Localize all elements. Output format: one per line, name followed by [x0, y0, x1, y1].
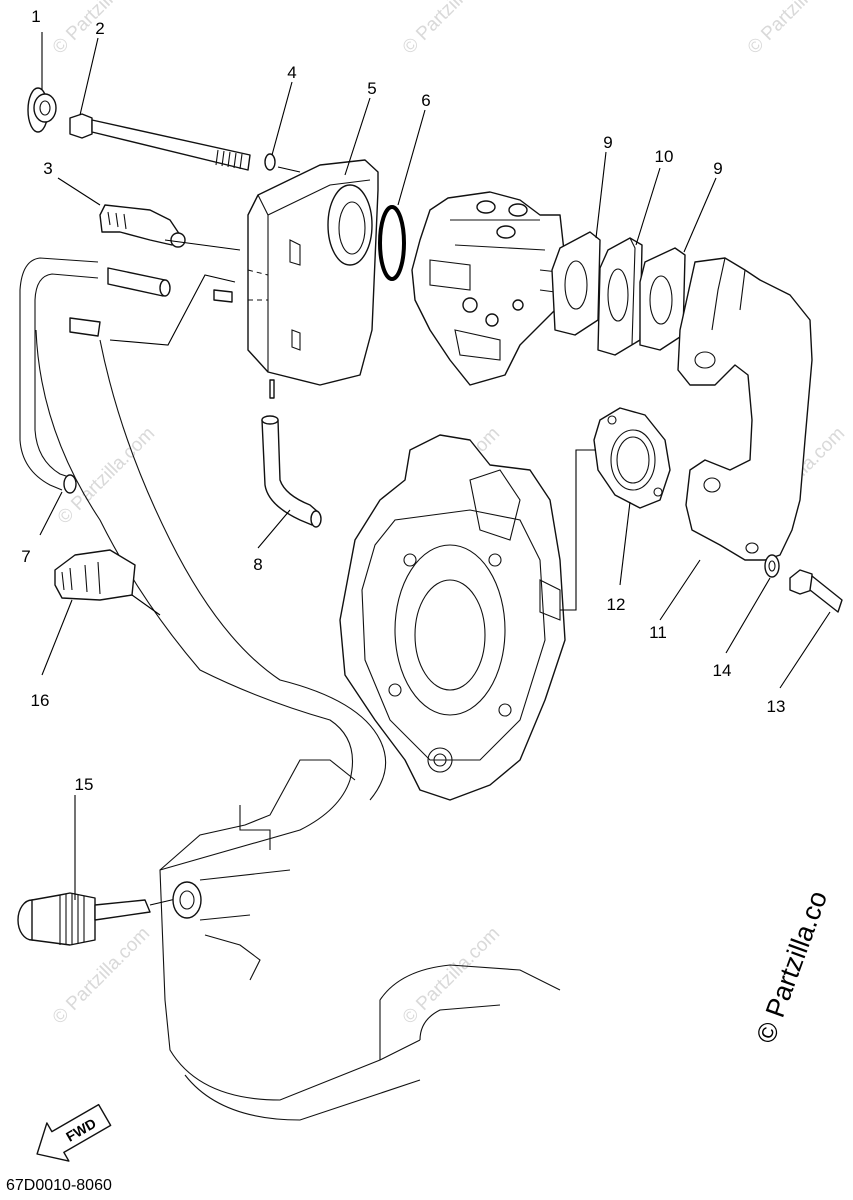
- diagram-code: 67D0010-8060: [6, 1177, 112, 1194]
- part-5-washer: [264, 153, 301, 173]
- part-13-bolt: [789, 569, 843, 613]
- part-11-manifold: [677, 257, 813, 561]
- lower-housing: [159, 759, 561, 1121]
- watermark-text: © Partzilla.com: [744, 0, 849, 59]
- callout-4: 2: [95, 19, 104, 38]
- callout-12: 12: [607, 595, 626, 614]
- callout-10: 10: [655, 147, 674, 166]
- callout-5: 4: [287, 63, 296, 82]
- part-14-washer: [764, 554, 780, 578]
- callout-7: 7: [21, 547, 30, 566]
- part-15-fitting: [17, 869, 291, 946]
- callout-labels: 1 2 3 4 5 6 7 8 9 9 10 11 12 13 14 15 16: [21, 7, 785, 794]
- reference-line: [560, 449, 596, 611]
- callout-3: 3: [43, 159, 52, 178]
- part-12-gasket: [593, 407, 671, 509]
- engine-block: [339, 434, 566, 801]
- leader-lines: [39, 32, 831, 900]
- part-4-bolt: [69, 113, 251, 171]
- callout-1: 5: [367, 79, 376, 98]
- callout-13: 13: [767, 697, 786, 716]
- watermark-text: © Partzilla.com: [399, 923, 504, 1028]
- part-3-clamp: [99, 204, 186, 248]
- carburetor: [411, 191, 566, 386]
- part-16-clip: [54, 549, 161, 616]
- callout-15: 15: [75, 775, 94, 794]
- callout-8: 8: [253, 555, 262, 574]
- part-7-hose: [19, 239, 421, 1101]
- fwd-arrow: FWD: [36, 1103, 112, 1162]
- callout-11: 11: [649, 623, 667, 642]
- callout-9: 9: [713, 159, 722, 178]
- callout-2: 6: [421, 91, 430, 110]
- part-9-gasket: [551, 231, 601, 336]
- part-9-gasket: [639, 247, 686, 351]
- callout-14: 14: [713, 661, 732, 680]
- callout-9: 9: [603, 133, 612, 152]
- callout-16: 16: [31, 691, 50, 710]
- part-2-oring: [378, 205, 406, 281]
- part-1-silencer: [247, 159, 379, 386]
- watermark-text: © Partzilla.com: [399, 0, 504, 59]
- copyright-text: © Partzilla.co: [750, 887, 833, 1047]
- callout-6: 1: [31, 7, 40, 26]
- part-6-cap: [27, 87, 57, 133]
- part-8-hose: [213, 289, 322, 528]
- part-10-spacer: [597, 237, 643, 356]
